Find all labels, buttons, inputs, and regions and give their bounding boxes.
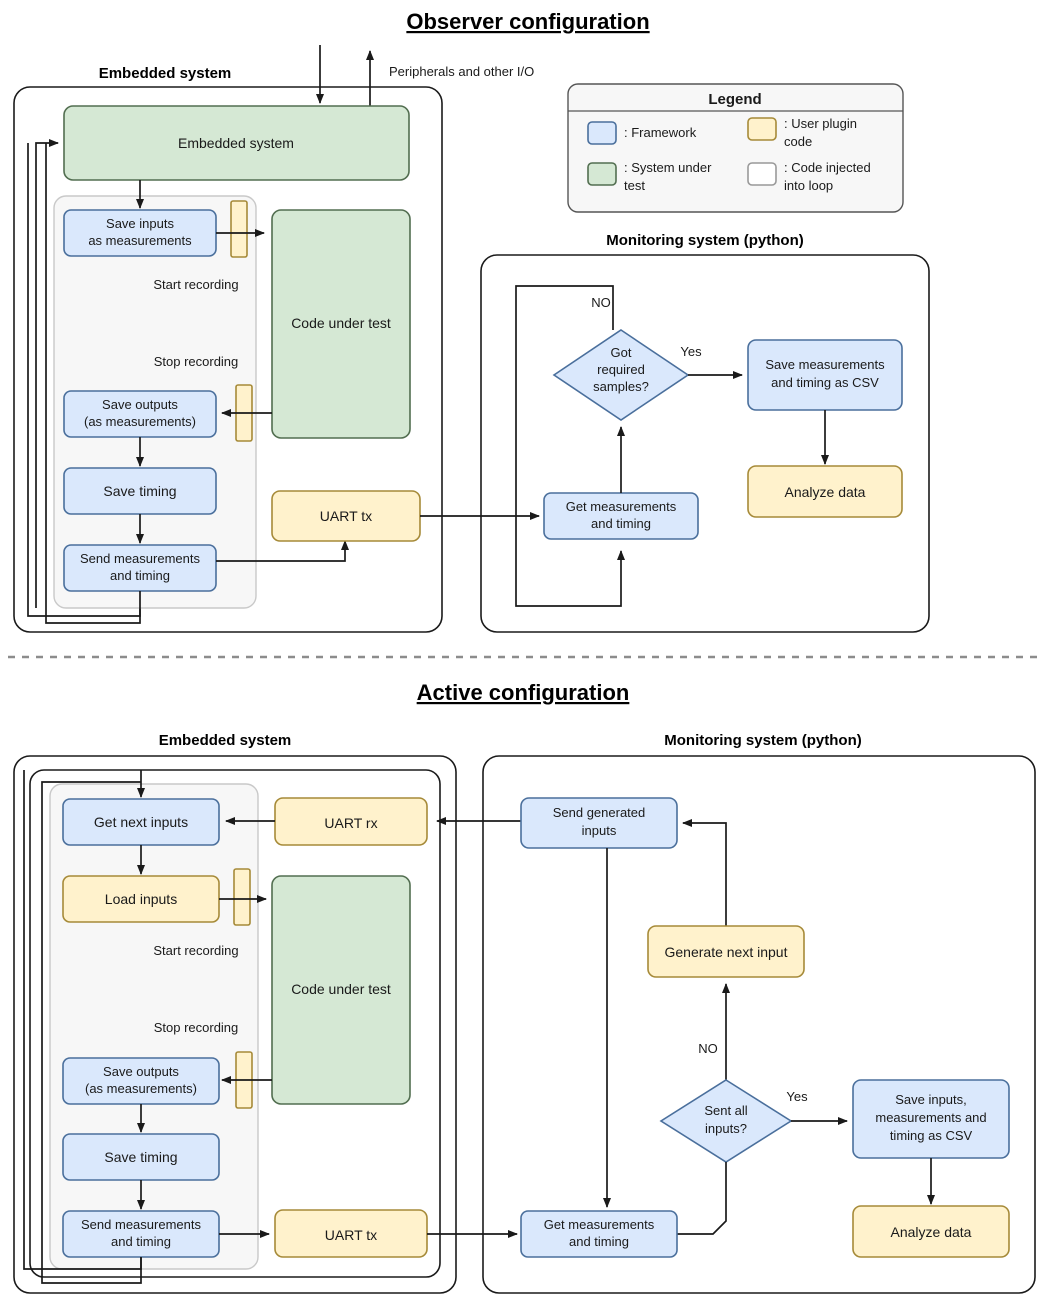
user-plugin-swatch: [747, 117, 777, 141]
observer-no-loop-path: [515, 285, 603, 607]
active-yes-label: Yes: [786, 1089, 808, 1104]
observer-title: Observer configuration: [406, 9, 649, 34]
active-uart-tx-label: UART tx: [325, 1227, 377, 1243]
observer-decision-line3: samples?: [593, 379, 649, 394]
observer-monitoring-container: [480, 254, 930, 633]
active-send-measurements-line2: and timing: [111, 1234, 171, 1249]
observer-save-inputs-line1: Save inputs: [106, 216, 174, 231]
observer-embedded-label: Embedded system: [99, 65, 232, 82]
observer-stop-recording-label: Stop recording: [154, 354, 239, 369]
active-get-measurements-line2: and timing: [569, 1234, 629, 1249]
active-save-outputs-line2: (as measurements): [85, 1081, 197, 1096]
observer-yes-label: Yes: [680, 344, 702, 359]
observer-save-outputs-line2: (as measurements): [84, 414, 196, 429]
observer-start-recording-label: Start recording: [153, 277, 238, 292]
observer-decision-diamond: [552, 329, 690, 421]
active-generate-next-label: Generate next input: [665, 944, 788, 960]
active-send-generated-box: [520, 797, 678, 849]
active-analyze-box: [852, 1205, 1010, 1258]
active-stop-recording-label: Stop recording: [154, 1020, 239, 1035]
observer-injected-bar-start: [230, 200, 248, 258]
active-loop-back-outer: [23, 770, 142, 1270]
observer-code-under-test-box: [271, 209, 411, 439]
active-generate-next-box: [647, 925, 805, 978]
active-embedded-label: Embedded system: [159, 732, 292, 749]
active-send-generated-line2: inputs: [582, 823, 617, 838]
observer-save-csv-line1: Save measurements: [765, 357, 885, 372]
legend-sut-line1: : System under: [624, 160, 712, 175]
active-embedded-container-outer: [13, 755, 457, 1294]
observer-embedded-system-box: [63, 105, 410, 181]
legend-user-plugin-line2: code: [784, 134, 812, 149]
observer-analyze-label: Analyze data: [785, 484, 866, 500]
active-no-label: NO: [698, 1041, 718, 1056]
active-get-measurements-line1: Get measurements: [544, 1217, 655, 1232]
injected-code-swatch: [747, 162, 777, 186]
legend-panel: [567, 83, 904, 213]
observer-decision-line2: required: [597, 362, 645, 377]
observer-code-under-test-label: Code under test: [291, 315, 391, 331]
arrow-generate-to-send: [682, 819, 727, 926]
observer-embedded-container: [13, 86, 443, 633]
active-analyze-label: Analyze data: [891, 1224, 972, 1240]
active-decision-line2: inputs?: [705, 1121, 747, 1136]
observer-send-measurements-line1: Send measurements: [80, 551, 200, 566]
active-save-csv-line3: timing as CSV: [890, 1128, 973, 1143]
observer-embedded-system-label: Embedded system: [178, 135, 294, 151]
legend-injected-line2: into loop: [784, 178, 833, 193]
framework-swatch: [587, 121, 617, 145]
active-save-csv-line1: Save inputs,: [895, 1092, 967, 1107]
active-uart-rx-label: UART rx: [324, 815, 377, 831]
active-injected-bar-start: [233, 868, 251, 926]
active-title: Active configuration: [417, 680, 630, 705]
active-decision-line1: Sent all: [704, 1103, 747, 1118]
active-get-next-inputs-label: Get next inputs: [94, 814, 188, 830]
active-start-recording-label: Start recording: [153, 943, 238, 958]
active-get-to-decision-path: [677, 1162, 727, 1235]
observer-loop-back-outer: [35, 139, 59, 608]
observer-no-loop-bottom: [603, 550, 625, 607]
legend-injected-line1: : Code injected: [784, 160, 871, 175]
observer-decision-line1: Got: [611, 345, 632, 360]
observer-no-label: NO: [591, 295, 611, 310]
active-send-measurements-line1: Send measurements: [81, 1217, 201, 1232]
active-loop-back-inner: [41, 781, 142, 1284]
observer-uart-tx-label: UART tx: [320, 508, 372, 524]
observer-no-loop-top: [603, 285, 614, 330]
legend-title: Legend: [708, 91, 761, 108]
active-save-csv-line2: measurements and: [875, 1110, 986, 1125]
arrow-send-to-uart-tx: [216, 540, 349, 562]
legend-sut-line2: test: [624, 178, 645, 193]
active-save-timing-label: Save timing: [104, 1149, 177, 1165]
active-code-under-test-box: [271, 875, 411, 1105]
system-under-test-swatch: [587, 162, 617, 186]
observer-monitoring-label: Monitoring system (python): [606, 232, 804, 249]
observer-send-measurements-line2: and timing: [110, 568, 170, 583]
observer-save-inputs-line2: as measurements: [88, 233, 192, 248]
active-get-measurements-box: [520, 1210, 678, 1258]
observer-save-timing-label: Save timing: [103, 483, 176, 499]
active-save-outputs-line1: Save outputs: [103, 1064, 179, 1079]
observer-save-csv-line2: and timing as CSV: [771, 375, 879, 390]
observer-analyze-box: [747, 465, 903, 518]
active-code-under-test-label: Code under test: [291, 981, 391, 997]
active-monitoring-label: Monitoring system (python): [664, 732, 862, 749]
legend-framework-label: : Framework: [624, 125, 697, 140]
observer-get-measurements-line2: and timing: [591, 516, 651, 531]
observer-get-measurements-line1: Get measurements: [566, 499, 677, 514]
active-send-generated-line1: Send generated: [553, 805, 646, 820]
active-embedded-container-inner: [29, 769, 441, 1278]
observer-save-outputs-line1: Save outputs: [102, 397, 178, 412]
active-monitoring-container: [482, 755, 1036, 1294]
active-load-inputs-label: Load inputs: [105, 891, 177, 907]
observer-inner-loop: [45, 143, 141, 624]
peripherals-label: Peripherals and other I/O: [389, 64, 534, 79]
legend-user-plugin-line1: : User plugin: [784, 116, 857, 131]
